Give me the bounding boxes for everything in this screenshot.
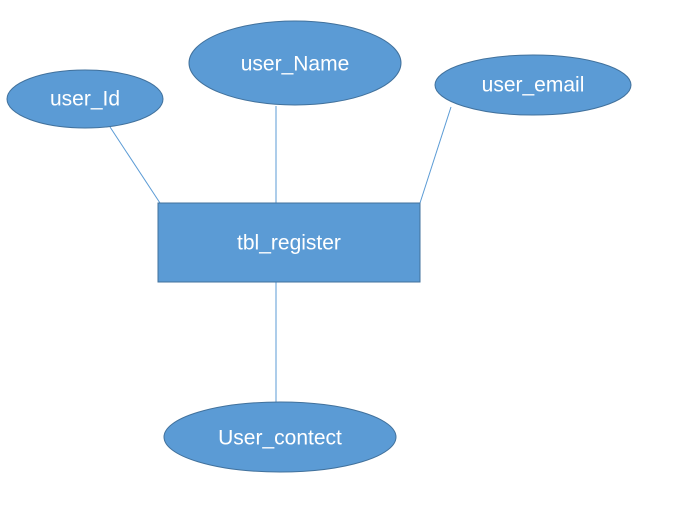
attribute-ellipse [6, 69, 164, 129]
attribute-label: user_Name [241, 53, 350, 76]
attribute-ellipse [188, 20, 402, 106]
attribute-label: user_email [482, 74, 585, 97]
attribute-user-contact[interactable]: User_contect [163, 401, 397, 473]
attribute-user-name[interactable]: user_Name [188, 20, 402, 106]
attribute-ellipse [434, 54, 632, 116]
entity-box [157, 202, 421, 283]
attribute-label: user_Id [50, 88, 120, 111]
entity-tbl-register[interactable]: tbl_register [157, 202, 421, 283]
attribute-user-email[interactable]: user_email [434, 54, 632, 116]
attribute-user-id[interactable]: user_Id [6, 69, 164, 129]
attribute-label: User_contect [218, 427, 342, 450]
connector-user-id [109, 126, 161, 204]
entity-label: tbl_register [237, 232, 341, 255]
connector-user-email [419, 106, 452, 204]
attribute-ellipse [163, 401, 397, 473]
